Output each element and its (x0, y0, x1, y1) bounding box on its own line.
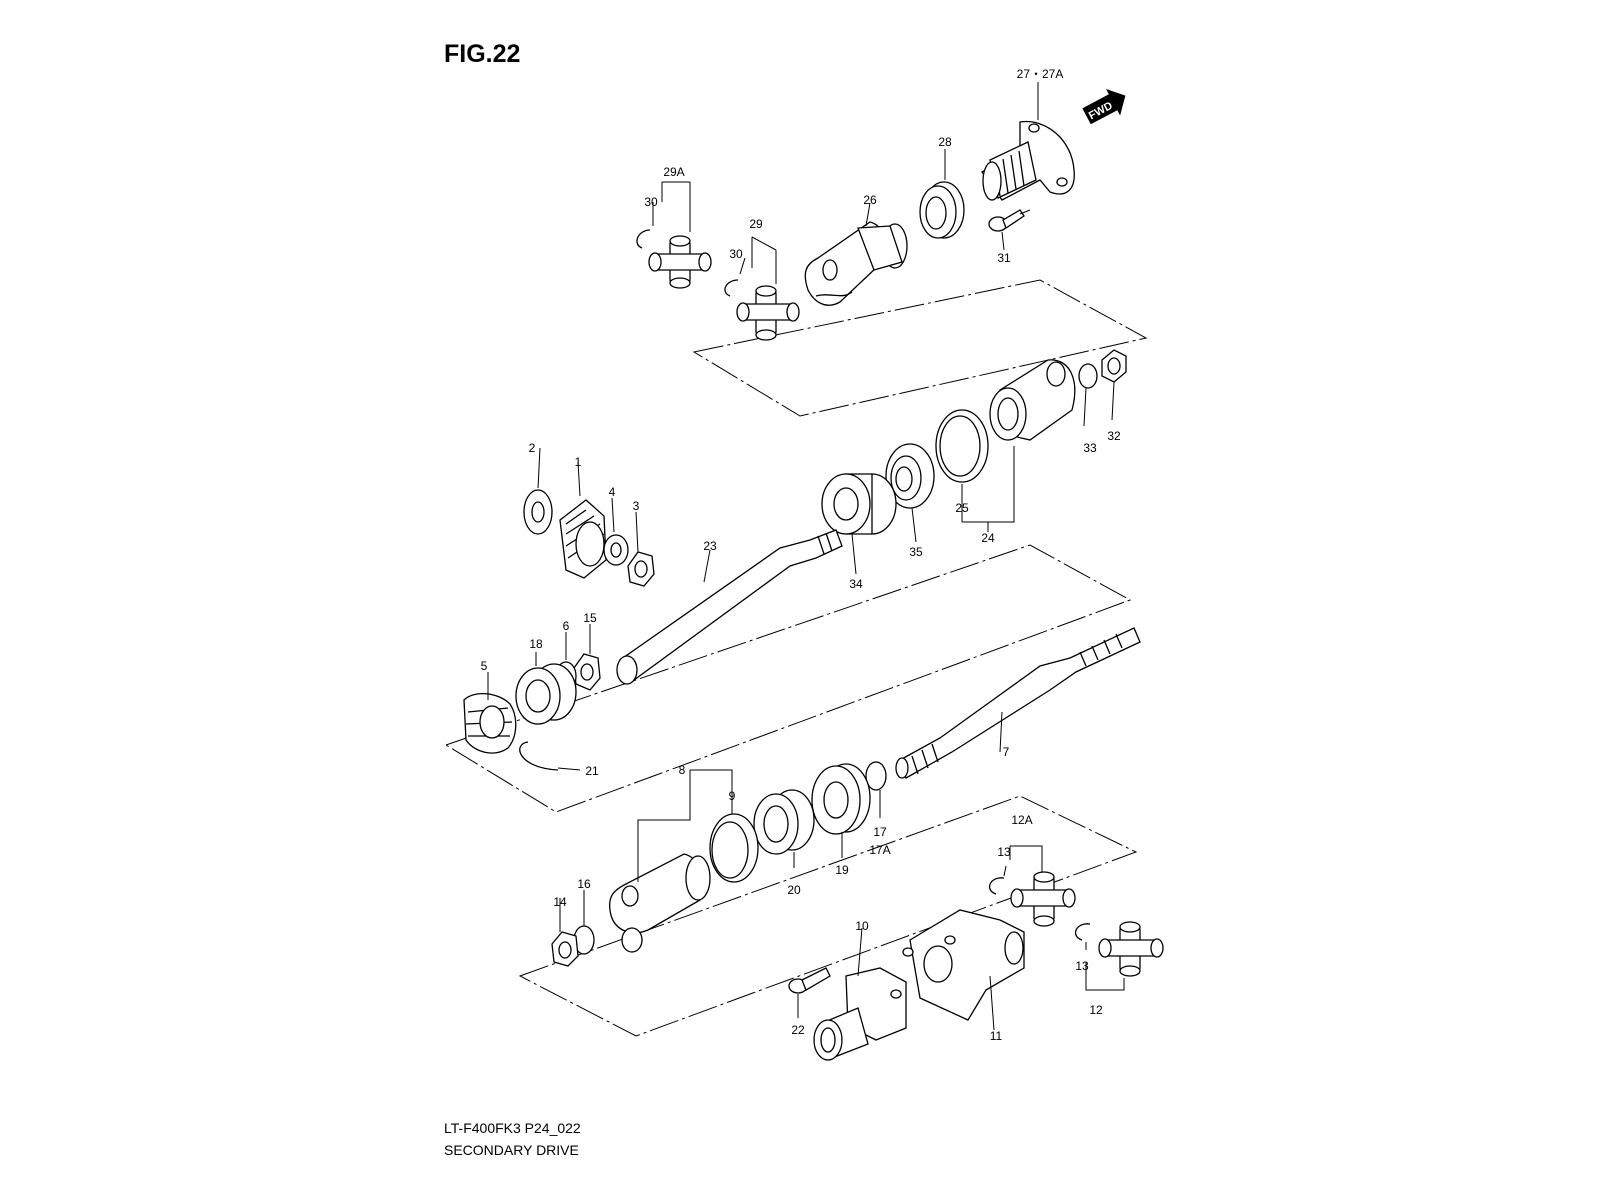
callout-label: 10 (855, 919, 869, 933)
drive-shaft-23 (616, 529, 843, 685)
bolt-31 (988, 209, 1025, 232)
callout-label: 26 (863, 193, 877, 207)
callout-label: 21 (585, 764, 599, 778)
oil-seal-35 (885, 443, 935, 509)
leader-lines (487, 82, 1125, 1031)
callout-label: 34 (849, 577, 863, 591)
circlip-13-lower (1074, 923, 1091, 941)
callout-label: 13 (997, 845, 1011, 859)
callout-label: 5 (481, 659, 488, 673)
callout-label: 6 (563, 619, 570, 633)
washer-33 (1078, 363, 1098, 389)
callout-label: 31 (997, 251, 1011, 265)
callout-label: 4 (609, 485, 616, 499)
callout-label: 20 (787, 883, 801, 897)
callout-label: 19 (835, 863, 849, 877)
callout-label: 12 (1089, 1003, 1103, 1017)
callout-label: 14 (553, 895, 567, 909)
callout-label: 8 (679, 763, 686, 777)
propeller-shaft-7 (895, 627, 1141, 779)
callout-label: 11 (990, 1029, 1003, 1043)
callout-label: 12A (1011, 813, 1032, 827)
nut-3 (627, 551, 655, 587)
figure-code: LT-F400FK3 P24_022 (444, 1120, 581, 1136)
callout-label: 17A (869, 843, 890, 857)
output-shaft-flange (981, 120, 1075, 201)
callout-label: 18 (529, 637, 543, 651)
callout-label: 15 (583, 611, 597, 625)
oil-seal-28 (919, 181, 965, 239)
callout-label: 32 (1107, 429, 1121, 443)
callout-label: 33 (1083, 441, 1097, 455)
yoke-24 (989, 359, 1076, 441)
nut-15 (573, 653, 601, 691)
oil-seal-25 (935, 409, 989, 483)
callout-label: 23 (703, 539, 717, 553)
washer-4 (603, 534, 629, 566)
figure-name: SECONDARY DRIVE (444, 1142, 579, 1158)
callout-label: 30 (729, 247, 743, 261)
callout-label: 24 (981, 531, 995, 545)
callout-label: 27・27A (1017, 67, 1064, 81)
bevel-gear-1 (559, 499, 607, 579)
bearing-19 (811, 763, 871, 835)
bearing-18 (515, 663, 577, 725)
circlip-13-upper (988, 877, 1005, 895)
bearing-34 (821, 473, 897, 535)
callout-label: 17 (873, 825, 887, 839)
callout-label: 29A (663, 165, 684, 179)
figure-title: FIG.22 (444, 40, 521, 68)
callout-label: 16 (577, 877, 591, 891)
group-frame-top (692, 279, 1148, 417)
callout-label: 35 (909, 545, 923, 559)
callout-label: 3 (633, 499, 640, 513)
nut-14 (551, 931, 579, 967)
snap-ring-17 (865, 761, 887, 791)
callout-label: 13 (1075, 959, 1089, 973)
callout-label: 7 (1003, 745, 1010, 759)
bevel-gear-5 (463, 693, 517, 754)
callout-label: 30 (644, 195, 658, 209)
callout-label: 9 (729, 789, 736, 803)
universal-joint-spider-12 (1098, 921, 1164, 977)
circlip-21 (519, 741, 559, 771)
group-frame-bottom (518, 795, 1138, 1037)
universal-joint-spider-12a (1010, 871, 1076, 927)
callout-label: 29 (749, 217, 763, 231)
washer-2 (523, 489, 553, 535)
callout-label: 28 (938, 135, 952, 149)
yoke-8 (608, 853, 711, 953)
group-frame-middle (444, 544, 1132, 813)
oil-seal-20 (753, 789, 815, 855)
bolt-22 (788, 967, 831, 994)
callout-label: 2 (529, 441, 536, 455)
nut-32 (1101, 349, 1127, 383)
callout-label: 1 (575, 455, 582, 469)
flange-10 (813, 967, 907, 1061)
flange-yoke-11 (902, 909, 1025, 1021)
circlip-30-upper (636, 229, 651, 249)
callout-label: 25 (955, 501, 969, 515)
callout-labels: 1 2 3 4 5 6 7 8 9 10 11 12 12A 13 13 14 … (481, 67, 1121, 1043)
universal-joint-spider-29 (736, 285, 800, 341)
fwd-arrow-icon: FWD (1082, 89, 1126, 125)
circlip-30-lower (724, 279, 739, 297)
oil-seal-9 (709, 813, 759, 883)
universal-joint-spider-29a (648, 235, 712, 289)
yoke-26 (804, 221, 908, 306)
callout-label: 22 (791, 1023, 805, 1037)
